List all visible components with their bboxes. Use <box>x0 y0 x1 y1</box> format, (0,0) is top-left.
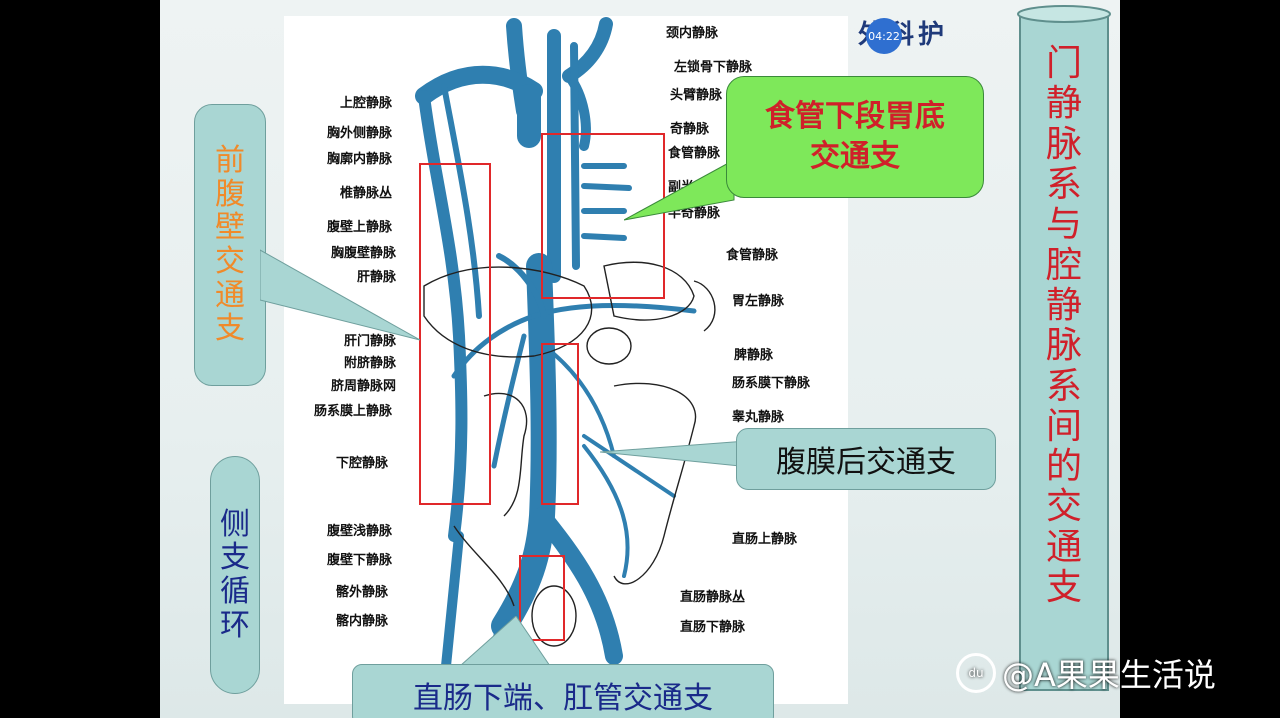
label-left-gastric-vein: 胃左静脉 <box>732 294 785 309</box>
label-superior-vena-cava: 上腔静脉 <box>339 96 392 111</box>
vertical-char: 支 <box>1045 567 1082 609</box>
vertical-char: 前 <box>215 143 245 179</box>
label-left-subclavian-vein: 左锁骨下静脉 <box>674 60 753 75</box>
label-hepatic-vein: 肝静脉 <box>356 270 396 285</box>
scroll-background <box>1017 5 1111 691</box>
vertical-char: 通 <box>215 277 245 313</box>
label-inferior-mesenteric-vein: 肠系膜下静脉 <box>732 376 811 391</box>
label-internal-iliac-vein: 髂内静脉 <box>335 614 388 629</box>
vertical-char: 静 <box>1045 284 1082 326</box>
label-azygos-vein: 奇静脉 <box>670 122 710 137</box>
scroll-title-text: 门静脉系与腔静脉系间的交通支 <box>1016 43 1112 609</box>
vertical-char: 腹 <box>215 176 245 212</box>
vertical-char: 系 <box>1045 365 1082 407</box>
esophageal-callout-text: 食管下段胃底交通支 <box>765 98 945 175</box>
vertical-char: 静 <box>1045 83 1082 125</box>
vertical-char: 壁 <box>215 210 245 246</box>
vertical-char: 交 <box>1045 486 1082 528</box>
vein-diagram-svg <box>415 17 716 704</box>
vertical-char: 间 <box>1045 405 1082 447</box>
label-vertebral-plexus: 椎静脉丛 <box>339 186 392 201</box>
collateral-circulation-text: 侧支循环 <box>220 508 250 642</box>
label-inferior-rectal-vein: 直肠下静脉 <box>680 620 746 635</box>
label-esophageal-vein: 食管静脉 <box>726 248 779 263</box>
watermark-text: @A果果生活说 <box>1002 656 1216 694</box>
label-testicular-vein: 睾丸静脉 <box>732 410 785 425</box>
label-periumbilical-network: 脐周静脉网 <box>330 379 396 394</box>
label-inferior-epigastric-vein: 腹壁下静脉 <box>326 553 392 568</box>
title-scroll: 门静脉系与腔静脉系间的交通支 <box>1016 4 1112 694</box>
label-superior-epigastric-vein: 腹壁上静脉 <box>326 220 392 235</box>
esophageal-callout: 食管下段胃底交通支 <box>726 76 984 198</box>
vertical-char: 脉 <box>1045 325 1082 367</box>
label-superior-mesenteric-vein: 肠系膜上静脉 <box>313 404 392 419</box>
label-paraumbilical-vein: 附脐静脉 <box>343 356 396 371</box>
vertical-char: 支 <box>215 311 245 347</box>
vertical-char: 环 <box>220 607 250 643</box>
vertical-char: 门 <box>1045 43 1082 84</box>
vertical-char: 系 <box>1045 163 1082 205</box>
vertical-char: 腔 <box>1045 244 1082 286</box>
label-superficial-epigastric-vein: 腹壁浅静脉 <box>326 524 392 539</box>
label-lateral-thoracic-vein: 胸外侧静脉 <box>326 126 392 141</box>
label-inferior-vena-cava: 下腔静脉 <box>335 456 388 471</box>
clock-badge: 04:22 <box>866 18 902 54</box>
retroperitoneal-callout: 腹膜后交通支 <box>736 428 996 490</box>
vertical-char: 侧 <box>220 506 250 542</box>
label-brachiocephalic-vein: 头臂静脉 <box>670 88 723 103</box>
rectal-callout-text: 直肠下端、肛管交通支 <box>413 681 713 716</box>
vertical-char: 的 <box>1045 446 1082 488</box>
label-thoracoepigastric-vein: 胸腹壁静脉 <box>330 246 396 261</box>
vertical-char: 与 <box>1045 204 1082 246</box>
label-external-iliac-vein: 髂外静脉 <box>335 585 388 600</box>
rectal-callout: 直肠下端、肛管交通支 <box>352 664 774 718</box>
label-internal-jugular-vein: 颈内静脉 <box>666 26 719 41</box>
collateral-circulation-label: 侧支循环 <box>210 456 260 694</box>
label-hepatic-portal-vein: 肝门静脉 <box>343 334 396 349</box>
vertical-char: 支 <box>220 540 250 576</box>
vertical-char: 通 <box>1045 526 1082 568</box>
anterior-wall-pointer <box>260 249 420 341</box>
retroperitoneal-callout-text: 腹膜后交通支 <box>776 445 956 480</box>
watermark-du-icon: du <box>956 653 996 693</box>
vertical-char: 脉 <box>1045 123 1082 165</box>
slide: 上腔静脉 胸外侧静脉 胸廓内静脉 椎静脉丛 腹壁上静脉 胸腹壁静脉 肝静脉 肝门… <box>160 0 1120 718</box>
vertical-char: 交 <box>215 244 245 279</box>
label-rectal-venous-plexus: 直肠静脉丛 <box>680 590 746 605</box>
watermark: du @A果果生活说 <box>956 650 1216 696</box>
label-internal-thoracic-vein: 胸廓内静脉 <box>326 152 392 167</box>
label-splenic-vein: 脾静脉 <box>734 348 774 363</box>
anterior-wall-text: 前腹壁交通支 <box>215 144 245 346</box>
label-esophageal-vein-upper: 食管静脉 <box>668 146 721 161</box>
vertical-char: 循 <box>220 574 250 609</box>
anterior-wall-collateral-label: 前腹壁交通支 <box>194 104 266 386</box>
retroperitoneal-callout-pointer <box>600 439 760 469</box>
label-superior-rectal-vein: 直肠上静脉 <box>732 532 798 547</box>
